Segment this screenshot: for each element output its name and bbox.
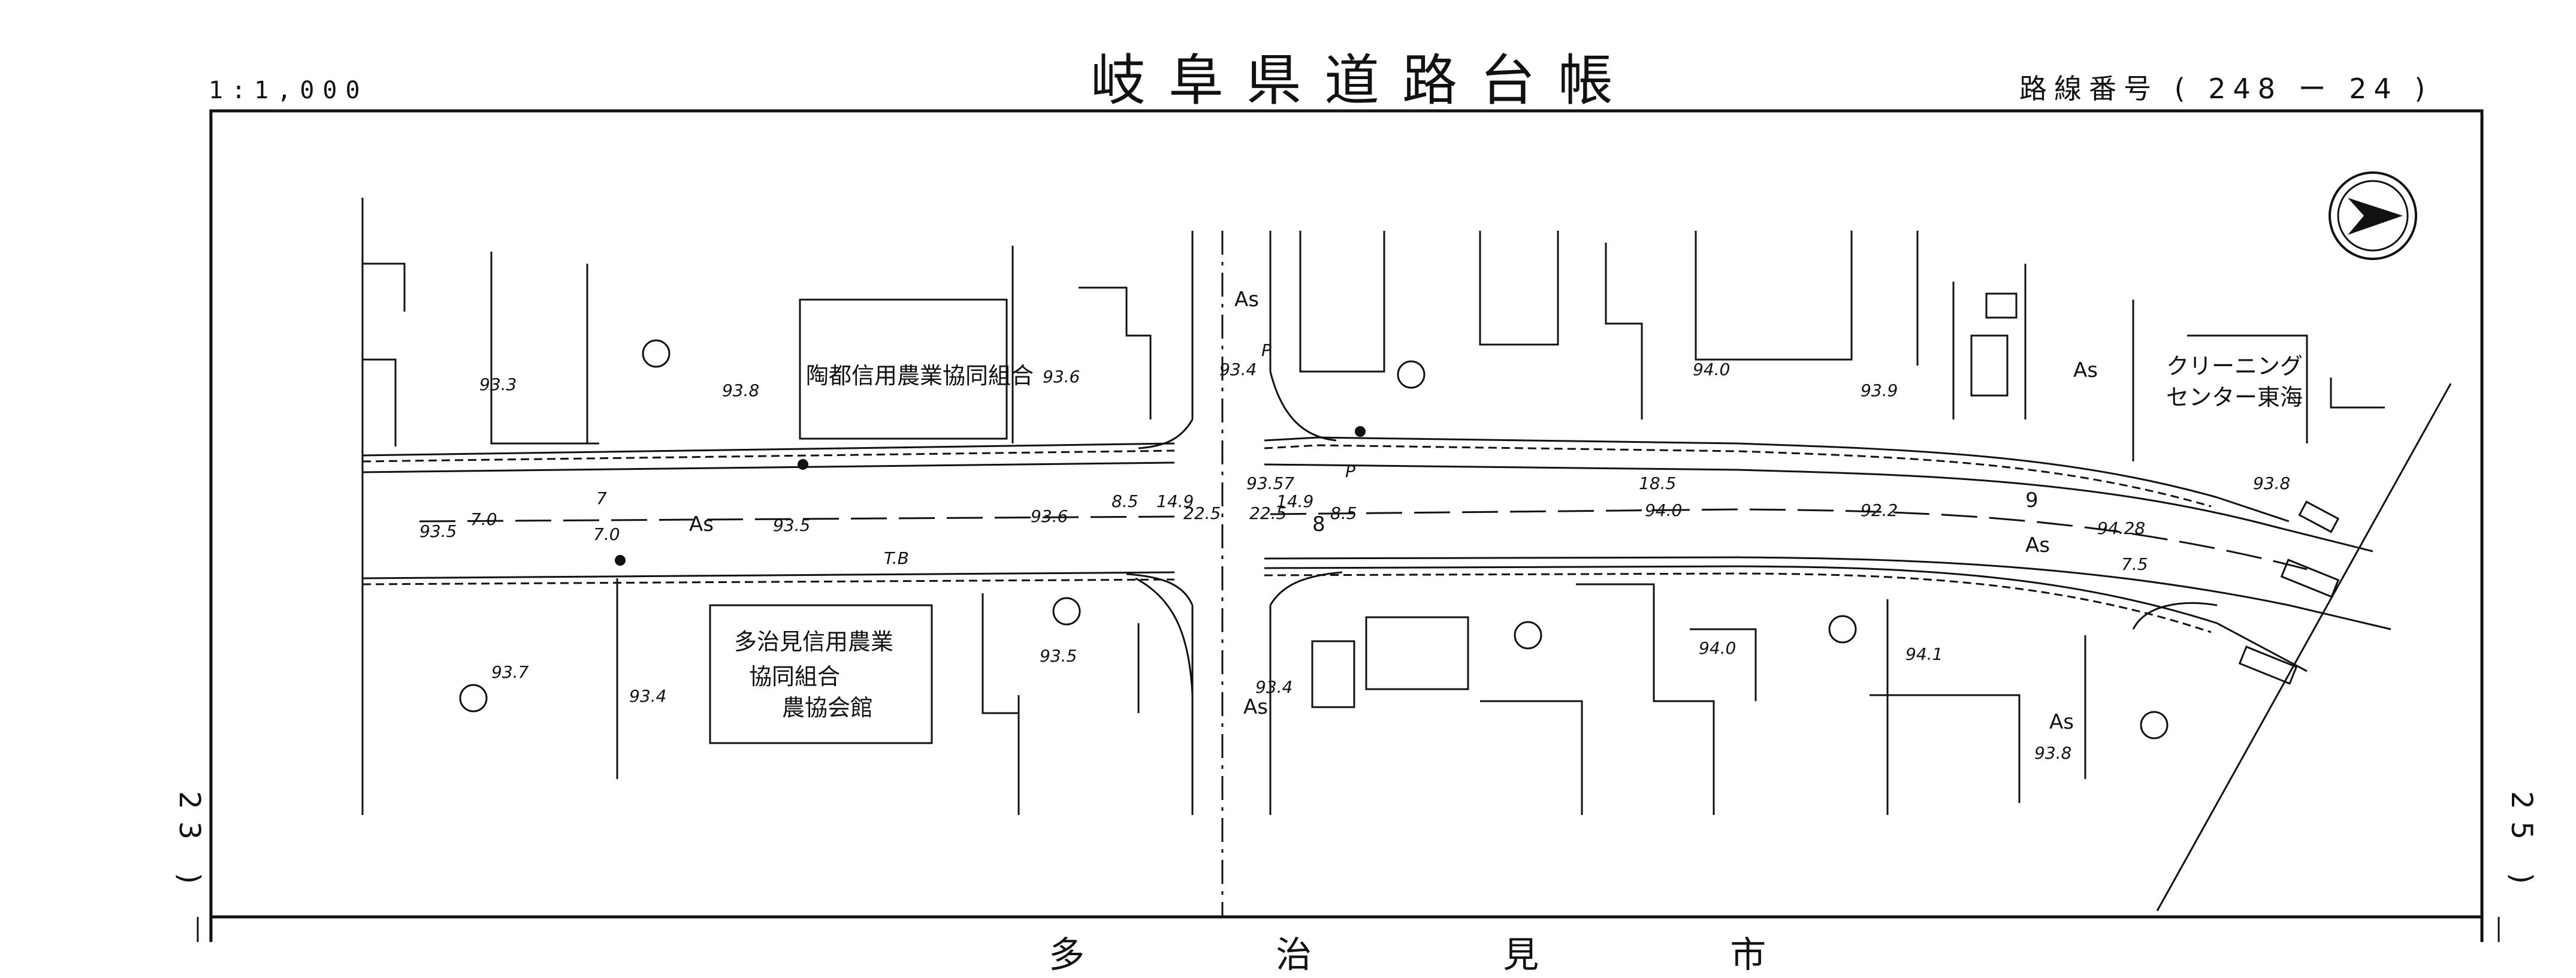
- elevation-label: 93.57: [1246, 473, 1295, 493]
- elevation-label: 93.5: [419, 521, 457, 541]
- cleaning-label-line1: クリーニング: [2166, 353, 2303, 379]
- elevation-label: 93.4: [1255, 677, 1293, 697]
- dimension-label: 8.5: [1112, 491, 1138, 511]
- asphalt-label: As: [689, 512, 714, 536]
- prev-sheet-number: 23 ): [173, 791, 206, 896]
- building-outlines: [363, 231, 2385, 815]
- elevation-label: 93.4: [1219, 360, 1257, 379]
- asphalt-label: As: [1243, 695, 1268, 719]
- dimension-label: 14.9: [1276, 491, 1314, 511]
- tb-label: T.B: [884, 548, 909, 568]
- elevation-label: 93.8: [722, 381, 760, 400]
- next-sheet-number: 25 ): [2505, 791, 2538, 896]
- asphalt-label: As: [2025, 533, 2050, 557]
- dimension-label: 8.5: [1330, 503, 1357, 523]
- dimension-label: 14.9: [1156, 491, 1194, 511]
- bottom-cut-text: 多 治 見 市: [1049, 934, 1856, 976]
- asphalt-label: As: [2073, 358, 2098, 382]
- map-title: 岐阜県道路台帳: [1091, 49, 1636, 113]
- elevation-label: 93.4: [629, 686, 667, 706]
- dimension-label: 7: [596, 488, 607, 508]
- dimension-label: 18.5: [1639, 473, 1677, 493]
- bank-bottom-label-line3: 農協会館: [782, 695, 874, 721]
- elevation-label: 93.6: [1031, 506, 1068, 526]
- elevation-label: 93.3: [479, 375, 517, 394]
- elevation-label: 93.9: [1861, 381, 1898, 400]
- elevation-label: 93.8: [2253, 473, 2291, 493]
- parking-p-label: P: [1261, 340, 1272, 360]
- route-number: 路線番号 ( 248 ー 24 ): [2019, 73, 2433, 105]
- elevation-label: 94.0: [1693, 360, 1731, 379]
- dimension-label: 9: [2025, 488, 2039, 512]
- elevation-label: 93.8: [2034, 743, 2072, 763]
- bank-bottom-label-line1: 多治見信用農業: [734, 629, 894, 655]
- road-map-drawing: [197, 109, 2500, 942]
- dimension-label: 7.0: [593, 524, 620, 544]
- dimension-label: 22.5: [1249, 503, 1287, 523]
- hatched-crossings: [2238, 500, 2340, 685]
- cleaning-label-line2: センター東海: [2166, 384, 2303, 410]
- elevation-label: 94.0: [1699, 638, 1737, 658]
- asphalt-label: As: [2049, 710, 2074, 734]
- main-road: [362, 436, 2391, 672]
- elevation-label: 94.0: [1645, 500, 1683, 520]
- asphalt-label: As: [1234, 288, 1259, 312]
- parking-symbol-icon: [459, 339, 2169, 739]
- map-scale: 1:1,000: [209, 77, 369, 104]
- dimension-label: 22.5: [1183, 503, 1221, 523]
- elevation-label: 94.1: [1905, 644, 1943, 664]
- elevation-label: 93.7: [491, 662, 529, 682]
- map-frame: [209, 109, 2484, 942]
- elevation-label: 92.2: [1861, 500, 1898, 520]
- dimension-label: 7.5: [2121, 554, 2148, 574]
- elevation-label: 93.5: [773, 515, 811, 535]
- elevation-label: 94.28: [2097, 518, 2146, 538]
- dimension-label: 7.0: [470, 509, 497, 529]
- bank-bottom-label-line2: 協同組合: [749, 663, 841, 690]
- elevation-label: 93.5: [1040, 646, 1077, 666]
- elevation-label: 93.6: [1043, 367, 1080, 387]
- bank-top-label: 陶都信用農業協同組合: [806, 363, 1034, 389]
- north-arrow-icon: [2329, 171, 2417, 260]
- dimension-label: 8: [1312, 512, 1325, 536]
- parking-p-label: P: [1345, 461, 1355, 481]
- cross-road: [1126, 231, 1343, 917]
